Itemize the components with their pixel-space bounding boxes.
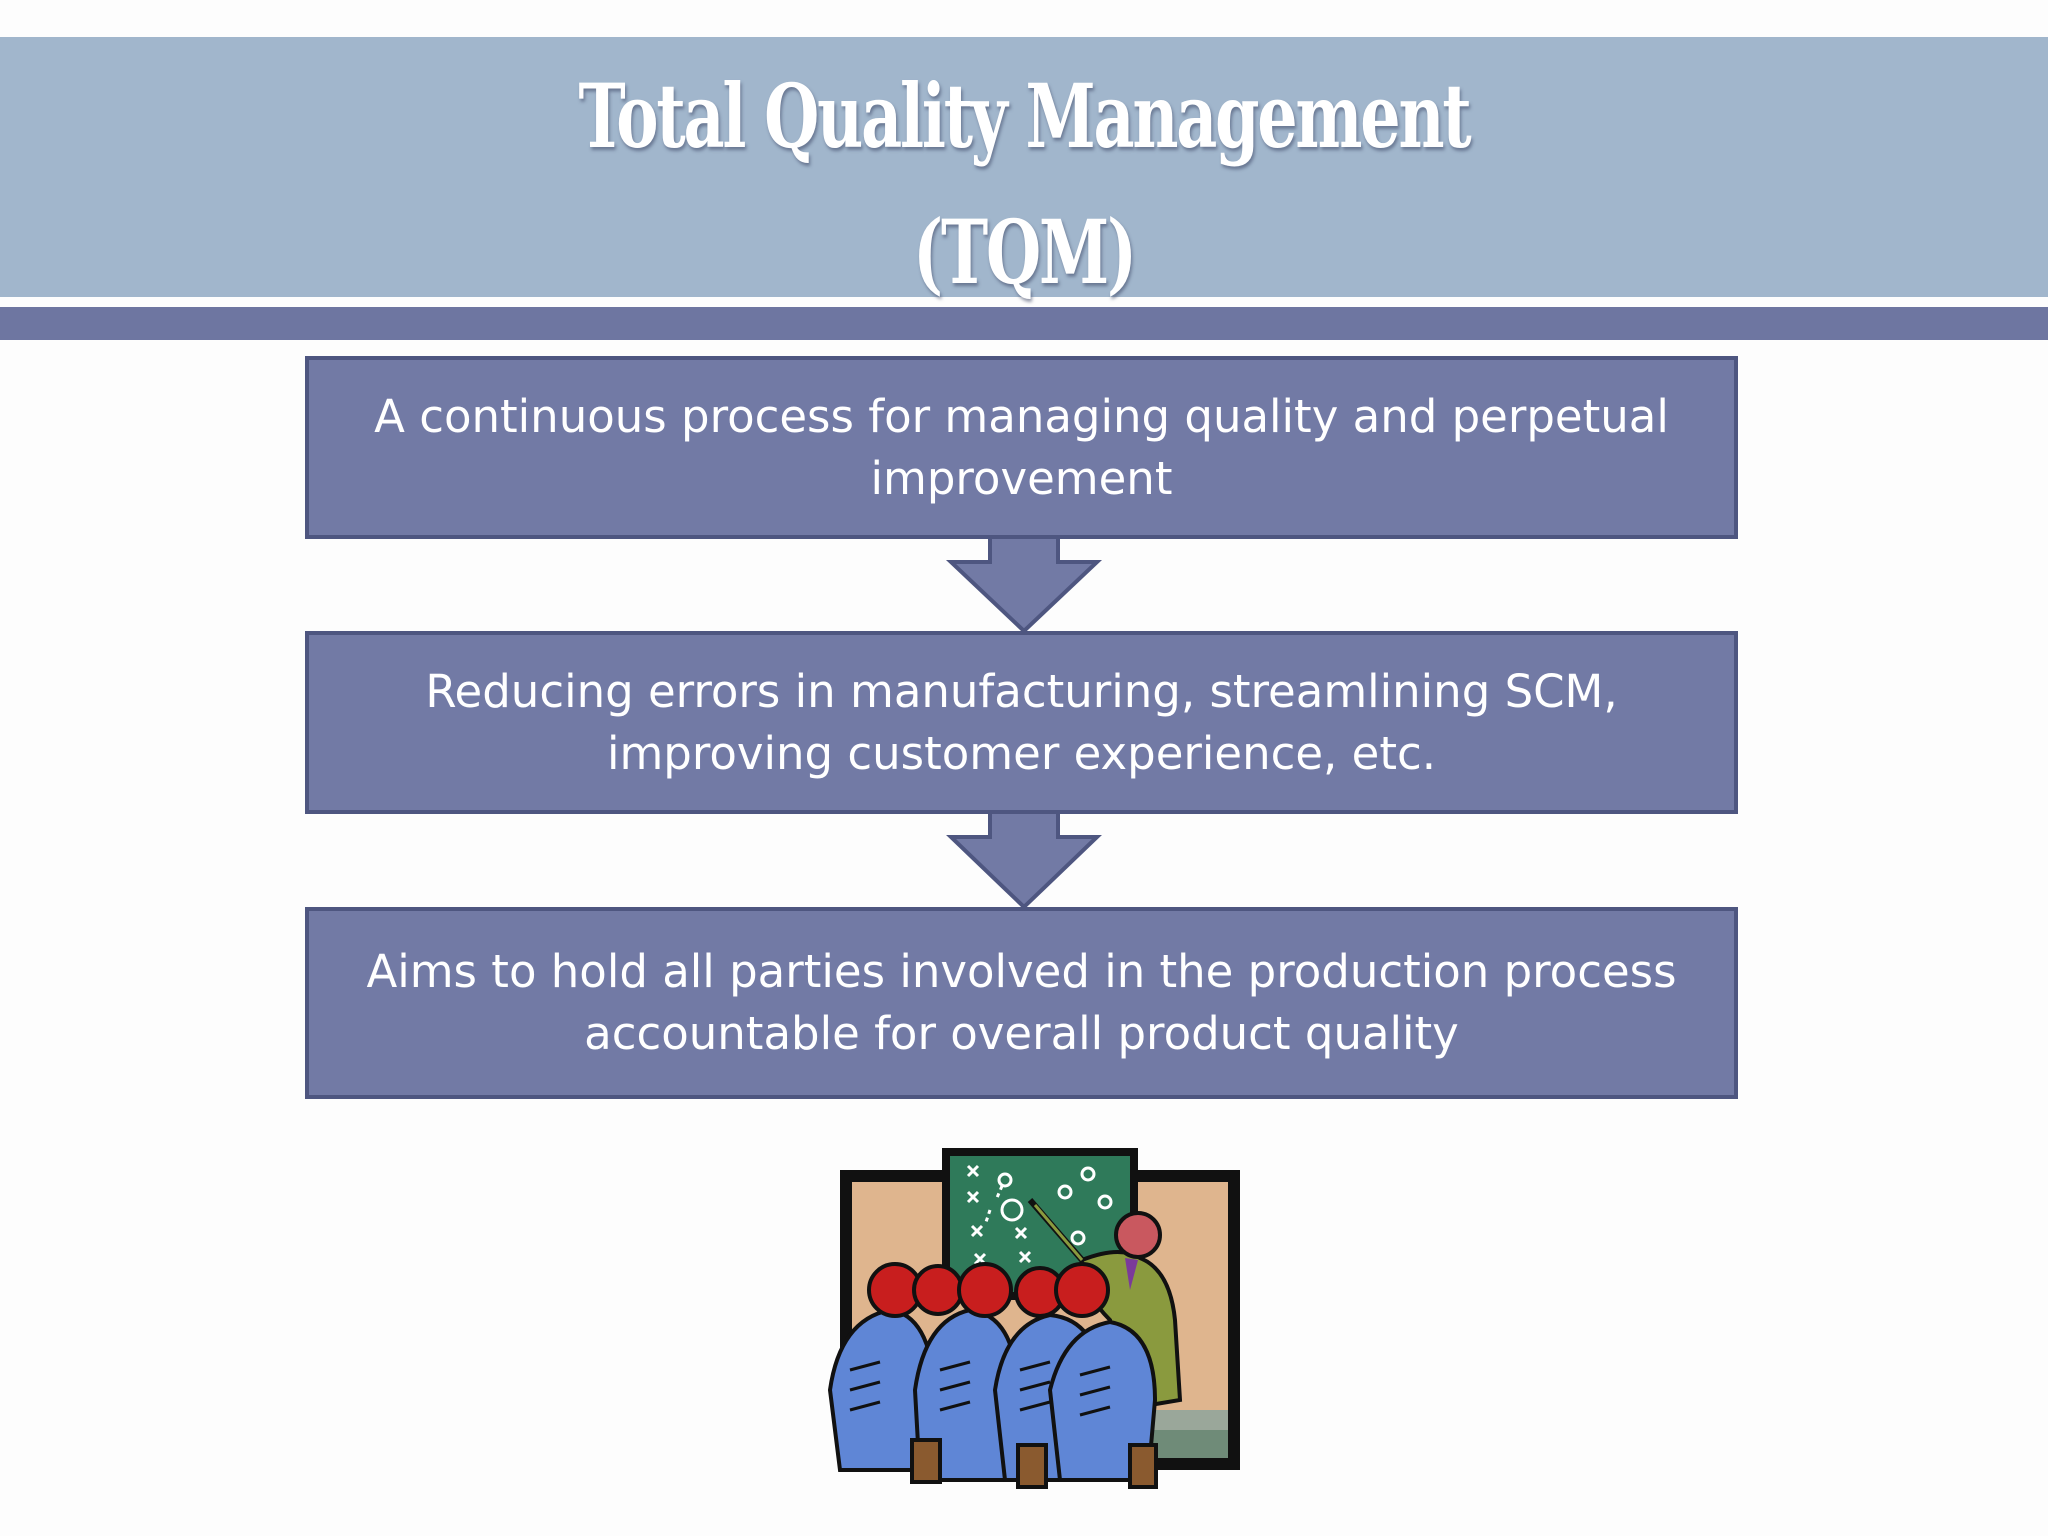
coach-chalkboard-team-clipart (827, 1148, 1240, 1489)
title-band (0, 37, 2048, 297)
flow-step-2-text: Reducing errors in manufacturing, stream… (425, 664, 1618, 780)
down-arrow-2 (946, 808, 1102, 910)
flow-step-1-text: A continuous process for managing qualit… (374, 389, 1669, 505)
down-arrow-1 (945, 533, 1103, 634)
slide-title: Total Quality Management (TQM) (287, 48, 1762, 320)
flow-step-3-text: Aims to hold all parties involved in the… (366, 945, 1677, 1060)
title-line-2: (TQM) (913, 200, 1137, 304)
flow-step-1: A continuous process for managing qualit… (305, 356, 1738, 539)
title-stripe (0, 307, 2048, 340)
title-line-1: Total Quality Management (578, 64, 1472, 168)
flow-step-2: Reducing errors in manufacturing, stream… (305, 631, 1738, 814)
flow-step-3: Aims to hold all parties involved in the… (305, 907, 1738, 1099)
